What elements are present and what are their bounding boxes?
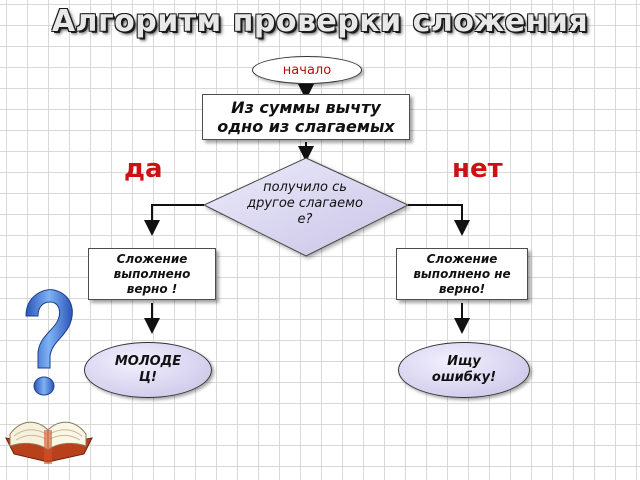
page-title: Алгоритм проверки сложения [51, 4, 589, 39]
no-label: нет [452, 154, 503, 184]
end-node-well-done: МОЛОДЕ Ц! [84, 342, 212, 398]
arrow-no-branch [408, 204, 470, 236]
end-node-find-error: Ищу ошибку! [398, 342, 530, 398]
question-mark-icon [25, 289, 73, 396]
process-box: Из суммы вычту одно из слагаемых [202, 94, 410, 140]
result-incorrect-box: Сложение выполнено не верно! [396, 248, 528, 300]
decision-text: получило сь другое слагаемо е? [247, 180, 363, 227]
decision-diamond [202, 157, 410, 257]
yes-label: да [124, 154, 163, 184]
arrow-yes-branch [144, 204, 204, 236]
open-book-icon [5, 421, 93, 464]
result-correct-box: Сложение выполнено верно ! [88, 248, 216, 300]
start-node: начало [252, 56, 362, 84]
